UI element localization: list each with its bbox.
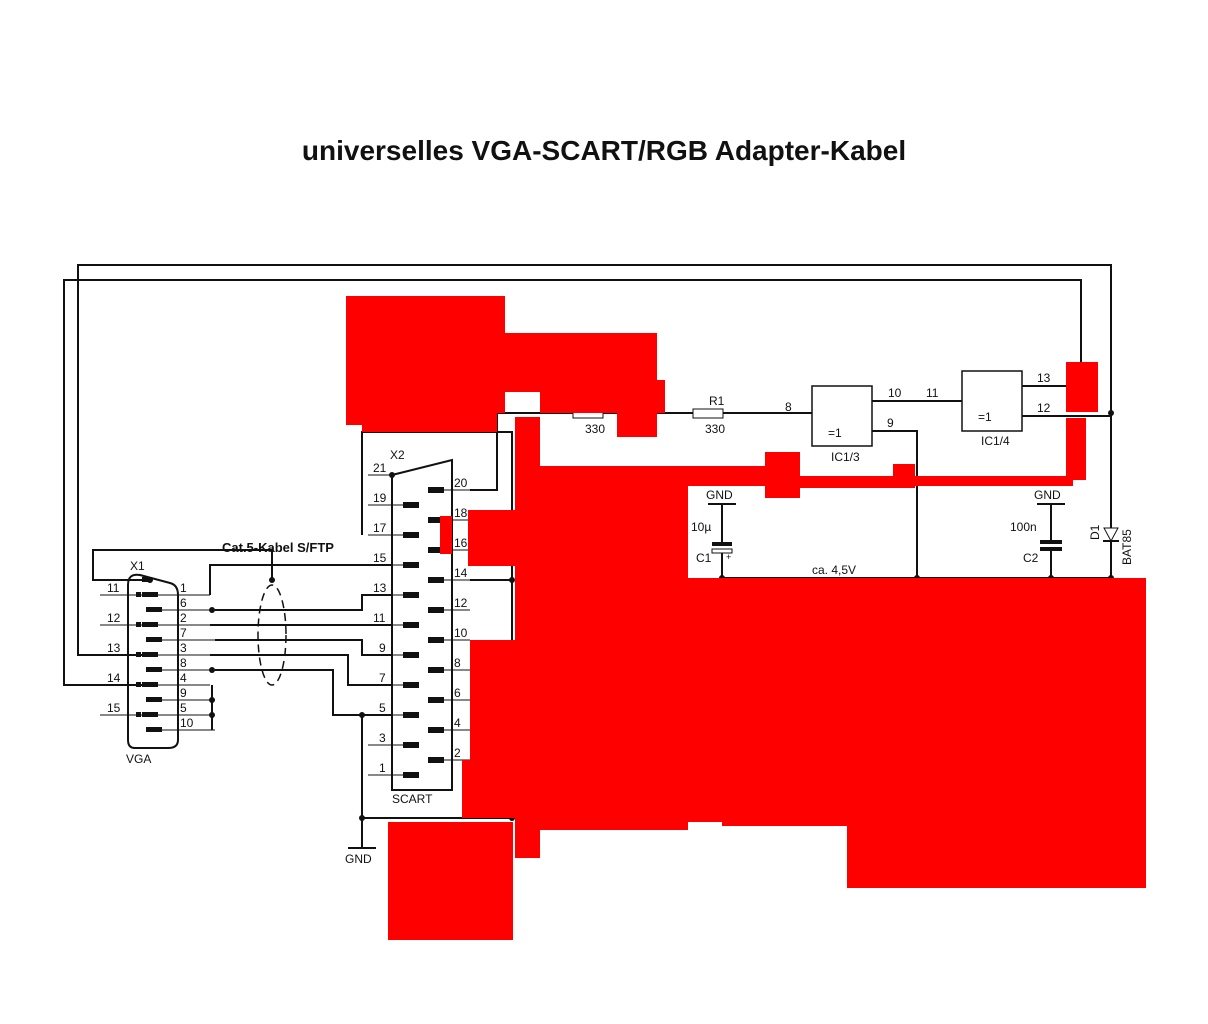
- supply-label: ca. 4,5V: [812, 563, 856, 577]
- c1-polarity: +: [726, 552, 731, 562]
- vga-pin-8: 8: [180, 656, 187, 670]
- cable-label: Cat.5-Kabel S/FTP: [222, 540, 334, 555]
- xor-gate-ic1-3: =1 IC1/3 8 9 10: [785, 385, 962, 578]
- signal-wires: [209, 564, 392, 730]
- resistor-r1: R1 330: [692, 394, 725, 436]
- ic13-pin-9: 9: [887, 416, 894, 430]
- vga-pin-4: 4: [180, 671, 187, 685]
- ic14-symbol: =1: [978, 410, 992, 424]
- gnd-label-scart: GND: [345, 852, 372, 866]
- scart-pin-7: 7: [379, 671, 386, 685]
- c1-value: 10µ: [691, 520, 711, 534]
- vga-pin-3: 3: [180, 641, 187, 655]
- vga-pin-5: 5: [180, 701, 187, 715]
- scart-pin-11: 11: [373, 611, 386, 625]
- vga-ref: X1: [130, 559, 145, 573]
- scart-connector: 21 19 17 15 13 11 9 7 5 3 1 20 18 16 14 …: [368, 448, 470, 806]
- scart-pin-3: 3: [379, 731, 386, 745]
- c1-gnd-label: GND: [706, 488, 733, 502]
- r1-ref: R1: [709, 394, 725, 408]
- ic13-pin-8: 8: [785, 400, 792, 414]
- c2-gnd-label: GND: [1034, 488, 1061, 502]
- c1-ref: C1: [696, 551, 712, 565]
- ic13-symbol: =1: [828, 426, 842, 440]
- ic14-pin-11: 11: [926, 386, 939, 400]
- vga-pin-6: 6: [180, 596, 187, 610]
- scart-pin-19: 19: [373, 491, 387, 505]
- ic14-pin-13: 13: [1037, 371, 1051, 385]
- scart-pin-21: 21: [373, 461, 387, 475]
- capacitor-c2: GND 100n C2: [1010, 488, 1065, 578]
- scart-pin-14: 14: [454, 566, 468, 580]
- scart-pin-4: 4: [454, 716, 461, 730]
- vga-pin-7: 7: [180, 626, 187, 640]
- r1-value: 330: [705, 422, 725, 436]
- diagram-title: universelles VGA-SCART/RGB Adapter-Kabel: [301, 135, 907, 166]
- vga-pin-12: 12: [107, 611, 121, 625]
- scart-pin-2: 2: [454, 746, 461, 760]
- vga-pin-11: 11: [107, 581, 120, 595]
- red-redaction: [346, 296, 1146, 940]
- c2-ref: C2: [1023, 551, 1039, 565]
- vga-pin-10: 10: [180, 716, 194, 730]
- scart-name: SCART: [392, 792, 433, 806]
- d1-value: BAT85: [1120, 529, 1134, 565]
- vga-connector: 1 6 2 7 3 8 4 9 5 10 11 12 13 14 15 X1 V…: [100, 559, 215, 766]
- ic13-ref: IC1/3: [831, 450, 860, 464]
- scart-pin-12: 12: [454, 596, 468, 610]
- scart-pin-20: 20: [454, 476, 468, 490]
- scart-pin-13: 13: [373, 581, 387, 595]
- scart-pin-9: 9: [379, 641, 386, 655]
- r2-value: 330: [585, 422, 605, 436]
- scart-pin-8: 8: [454, 656, 461, 670]
- vga-pin-1: 1: [180, 581, 187, 595]
- scart-pin-18: 18: [454, 506, 468, 520]
- ic13-pin-10: 10: [888, 386, 902, 400]
- vga-pin-15: 15: [107, 701, 121, 715]
- ic14-ref: IC1/4: [981, 434, 1010, 448]
- ic14-pin-12: 12: [1037, 401, 1051, 415]
- diode-d1: D1 BAT85: [1088, 524, 1134, 565]
- scart-pin-17: 17: [373, 521, 387, 535]
- scart-pin-16: 16: [454, 536, 468, 550]
- cable-shield: Cat.5-Kabel S/FTP: [92, 540, 334, 686]
- vga-pin-14: 14: [107, 671, 121, 685]
- xor-gate-ic1-4: =1 IC1/4 11 12 13: [926, 370, 1114, 578]
- scart-pin-5: 5: [379, 701, 386, 715]
- scart-pin-6: 6: [454, 686, 461, 700]
- vga-pin-2: 2: [180, 611, 187, 625]
- vga-pin-13: 13: [107, 641, 121, 655]
- scart-pin-10: 10: [454, 626, 468, 640]
- scart-pin-15: 15: [373, 551, 387, 565]
- c2-value: 100n: [1010, 520, 1037, 534]
- d1-ref: D1: [1088, 524, 1102, 540]
- vga-name: VGA: [126, 752, 151, 766]
- scart-pin-1: 1: [379, 761, 386, 775]
- vga-pin-9: 9: [180, 686, 187, 700]
- scart-ref: X2: [390, 448, 405, 462]
- capacitor-c1: GND 10µ C1 +: [691, 488, 736, 578]
